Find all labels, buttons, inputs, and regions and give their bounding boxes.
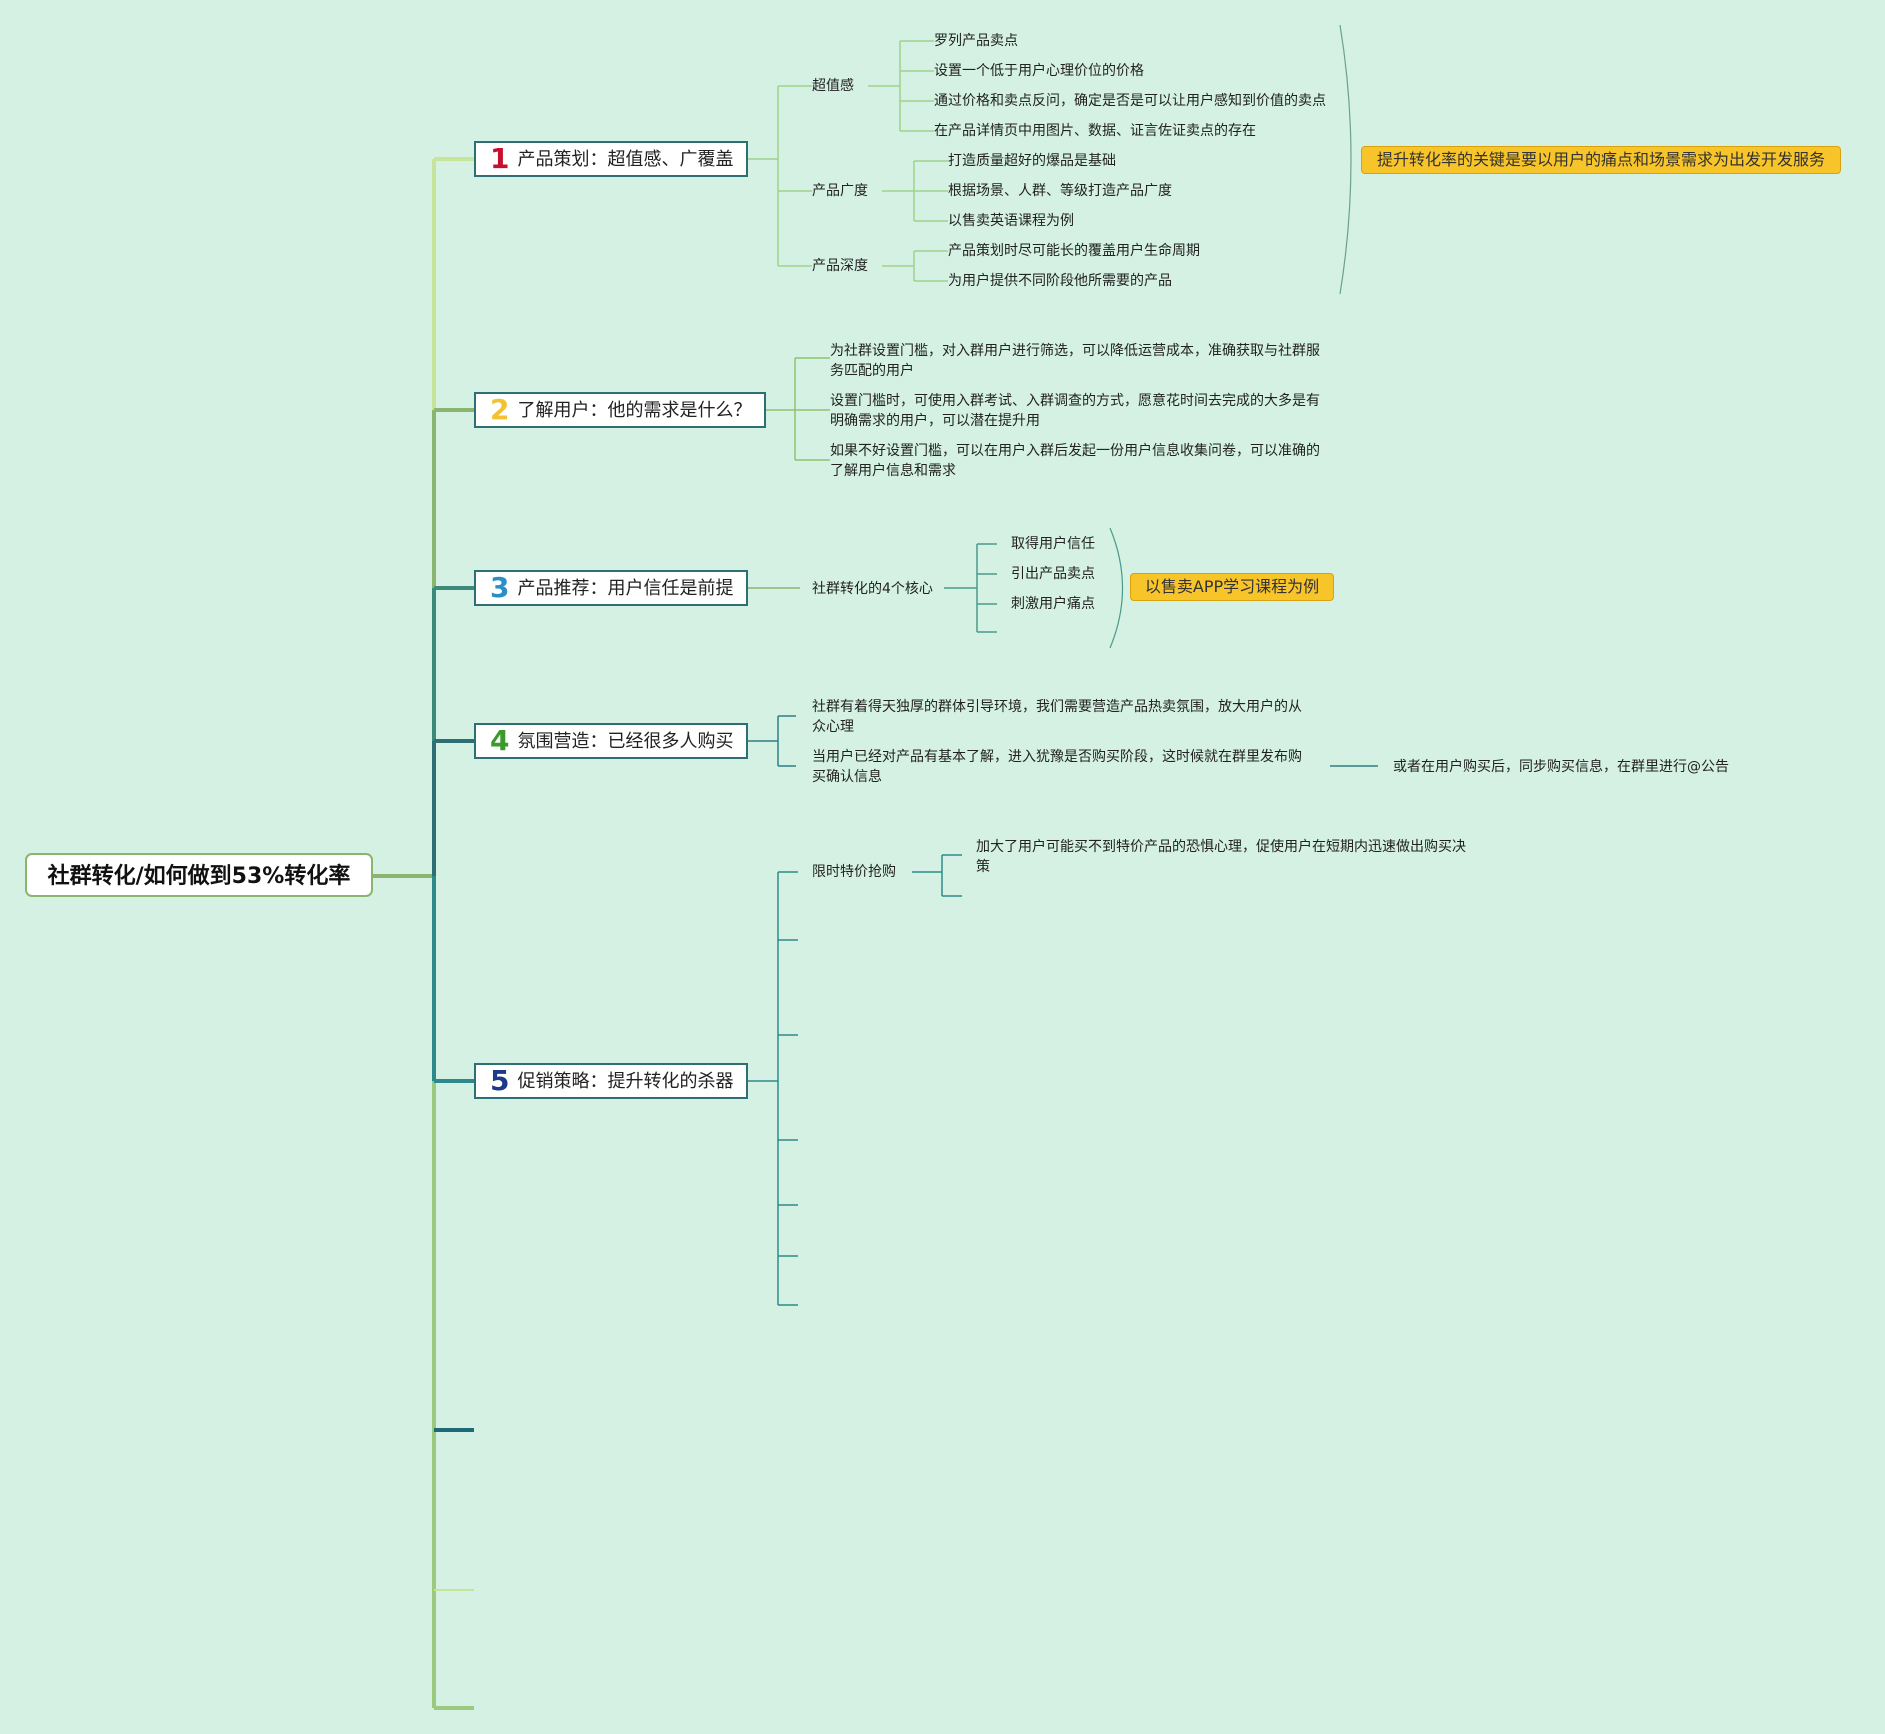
leaf-item[interactable]: 为用户提供不同阶段他所需要的产品 [948, 273, 1172, 289]
branch-number: 5 [490, 1064, 510, 1097]
leaf-item[interactable]: 加大了用户可能买不到特价产品的恐惧心理，促使用户在短期内迅速做出购买决策 [976, 839, 1466, 875]
connector-brace [1339, 24, 1352, 295]
branch-label: 氛围营造：已经很多人购买 [517, 731, 734, 752]
summary-callout-3[interactable]: 以售卖APP学习课程为例 [1130, 573, 1334, 601]
branch-3[interactable]: 3 产品推荐：用户信任是前提 [474, 570, 748, 606]
branch-number: 2 [490, 393, 510, 426]
leaf-item[interactable]: 社群有着得天独厚的群体引导环境，我们需要营造产品热卖氛围，放大用户的从众心理 [812, 699, 1302, 735]
leaf-item[interactable]: 通过价格和卖点反问，确定是否是可以让用户感知到价值的卖点 [934, 93, 1326, 109]
leaf-item[interactable]: 刺激用户痛点 [1011, 596, 1095, 612]
branch-label: 了解用户：他的需求是什么？ [517, 400, 752, 421]
branch-number: 3 [490, 571, 510, 604]
leaf-item[interactable]: 根据场景、人群、等级打造产品广度 [948, 183, 1172, 199]
root-topic[interactable]: 社群转化/如何做到53%转化率 [25, 853, 373, 897]
leaf-item[interactable]: 在产品详情页中用图片、数据、证言佐证卖点的存在 [934, 123, 1256, 139]
connector-brace [1109, 527, 1124, 649]
leaf-item[interactable]: 当用户已经对产品有基本了解，进入犹豫是否购买阶段，这时候就在群里发布购买确认信息 [812, 749, 1302, 785]
branch-5[interactable]: 5 促销策略：提升转化的杀器 [474, 1063, 748, 1099]
subtopic-value-sense[interactable]: 超值感 [812, 78, 854, 94]
branch-2[interactable]: 2 了解用户：他的需求是什么？ [474, 392, 766, 428]
branch-1[interactable]: 1 产品策划：超值感、广覆盖 [474, 141, 748, 177]
leaf-item[interactable]: 如果不好设置门槛，可以在用户入群后发起一份用户信息收集问卷，可以准确的了解用户信… [830, 443, 1320, 479]
summary-callout-1[interactable]: 提升转化率的关键是要以用户的痛点和场景需求为出发开发服务 [1361, 146, 1841, 174]
branch-label: 促销策略：提升转化的杀器 [517, 1071, 734, 1092]
branch-4[interactable]: 4 氛围营造：已经很多人购买 [474, 723, 748, 759]
subtopic-product-breadth[interactable]: 产品广度 [812, 183, 868, 199]
subtopic-four-cores[interactable]: 社群转化的4个核心 [812, 581, 933, 597]
leaf-item[interactable]: 为社群设置门槛，对入群用户进行筛选，可以降低运营成本，准确获取与社群服务匹配的用… [830, 343, 1320, 379]
leaf-item[interactable]: 以售卖英语课程为例 [948, 213, 1074, 229]
leaf-item[interactable]: 设置一个低于用户心理价位的价格 [934, 63, 1144, 79]
leaf-item[interactable]: 罗列产品卖点 [934, 33, 1018, 49]
leaf-item[interactable]: 引出产品卖点 [1011, 566, 1095, 582]
leaf-item[interactable]: 打造质量超好的爆品是基础 [948, 153, 1116, 169]
branch-label: 产品策划：超值感、广覆盖 [517, 149, 734, 170]
branch-label: 产品推荐：用户信任是前提 [517, 578, 734, 599]
leaf-item[interactable]: 设置门槛时，可使用入群考试、入群调查的方式，愿意花时间去完成的大多是有明确需求的… [830, 393, 1320, 429]
subtopic-product-depth[interactable]: 产品深度 [812, 258, 868, 274]
leaf-item[interactable]: 产品策划时尽可能长的覆盖用户生命周期 [948, 243, 1200, 259]
branch-number: 4 [490, 724, 510, 757]
branch-number: 1 [490, 142, 510, 175]
leaf-item-extra[interactable]: 或者在用户购买后，同步购买信息，在群里进行@公告 [1393, 759, 1729, 775]
subtopic-flash-sale[interactable]: 限时特价抢购 [812, 864, 896, 880]
leaf-item[interactable]: 取得用户信任 [1011, 536, 1095, 552]
